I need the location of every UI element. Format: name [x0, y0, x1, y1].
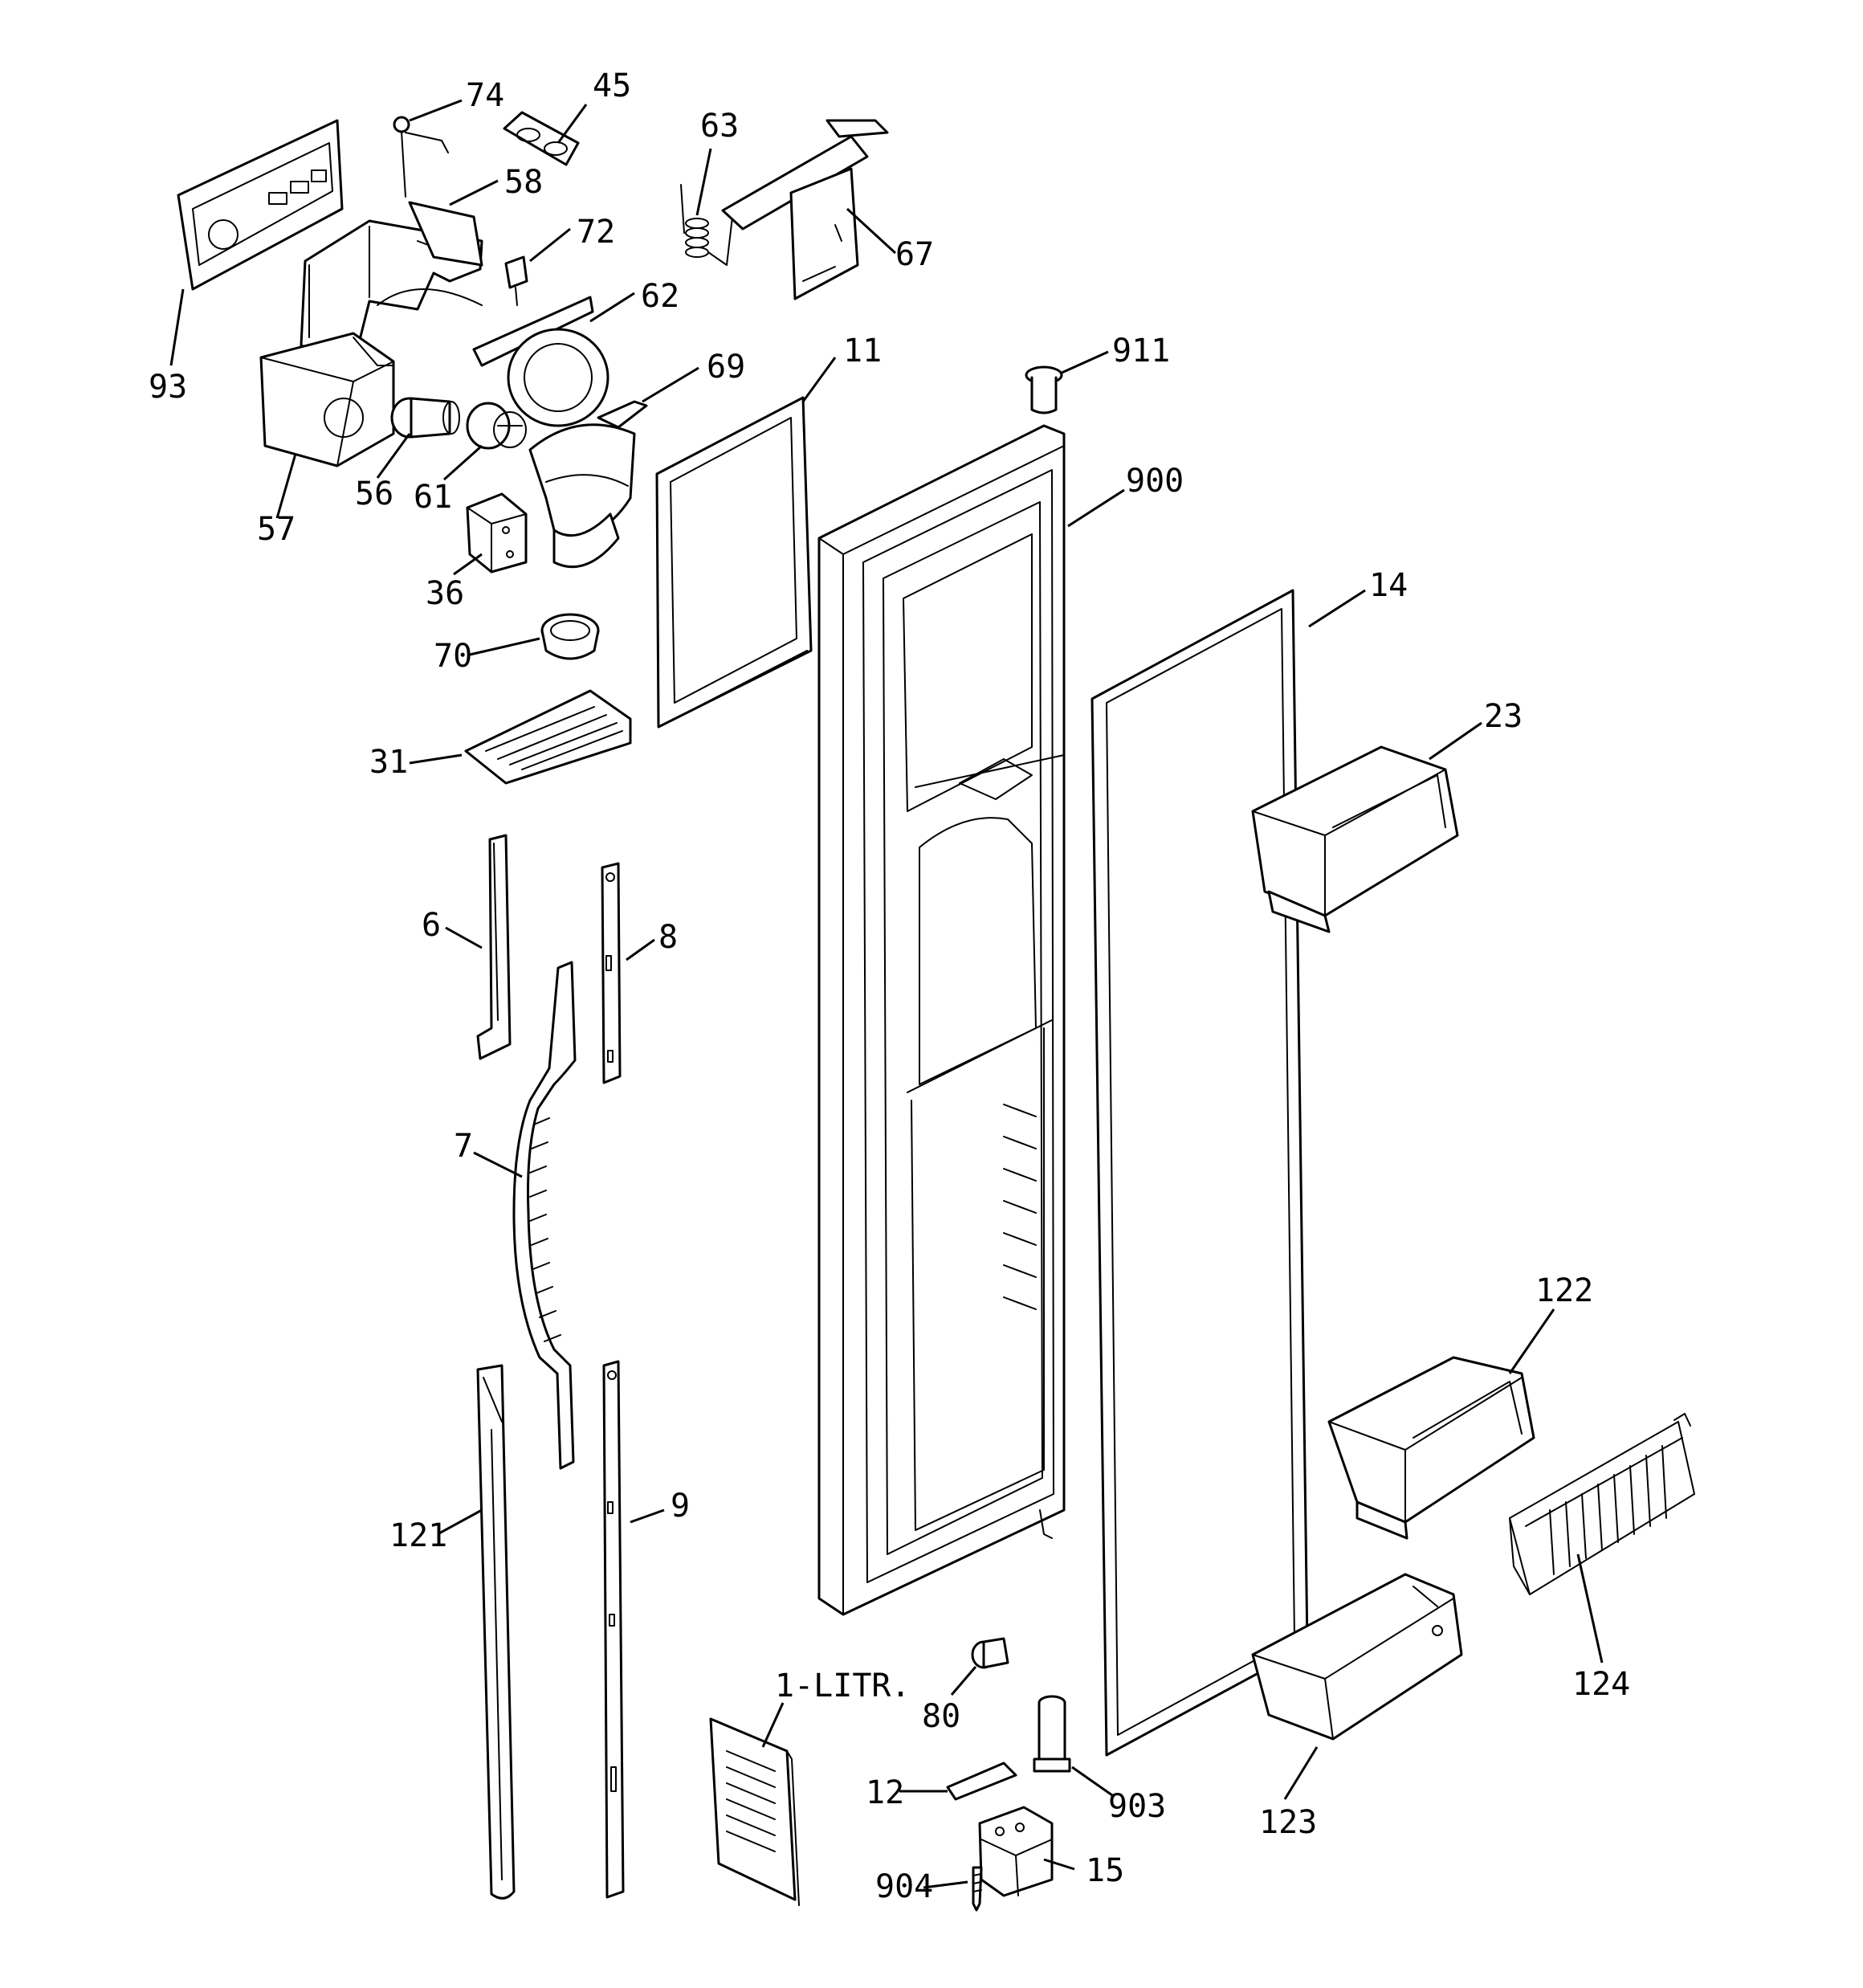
part-69-funnel: [528, 400, 648, 569]
part-31-drip-grille: [464, 689, 632, 785]
callout-56: 56: [355, 476, 393, 512]
callout-93: 93: [149, 369, 187, 406]
part-123-door-bin: [1251, 1573, 1463, 1741]
part-23-door-bin: [1251, 745, 1459, 933]
callout-122: 122: [1535, 1272, 1593, 1309]
callout-1-litr: 1-LITR.: [775, 1668, 911, 1704]
callout-63: 63: [700, 108, 739, 145]
callout-58: 58: [504, 164, 543, 201]
part-36-bracket: [466, 492, 528, 574]
part-15-hinge: [978, 1806, 1054, 1897]
callout-6: 6: [422, 907, 441, 944]
part-67-shaft-bracket: [721, 119, 889, 300]
callout-11: 11: [843, 333, 882, 369]
part-58-chute-housing: [300, 201, 483, 367]
part-122-door-bin: [1327, 1356, 1535, 1540]
callout-74: 74: [466, 77, 504, 114]
callout-36: 36: [426, 575, 464, 612]
part-911-cap: [1025, 365, 1063, 414]
part-93-control-board: [177, 119, 344, 291]
callout-9: 9: [671, 1488, 690, 1525]
part-45-bracket: [503, 111, 580, 166]
part-6-handle-trim: [476, 834, 512, 1060]
callout-labels: 74 45 63 58 72 67 62 93 911 11 69 56 61 …: [149, 67, 1630, 1905]
part-9-lower-strip: [602, 1360, 625, 1899]
callout-62: 62: [641, 278, 679, 315]
callout-904: 904: [875, 1868, 933, 1905]
callout-900: 900: [1126, 463, 1184, 500]
callout-911: 911: [1112, 333, 1170, 369]
callout-903: 903: [1108, 1788, 1166, 1825]
callout-121: 121: [389, 1517, 447, 1554]
leader-lines: [169, 99, 1604, 1889]
part-74-clip: [393, 116, 449, 198]
part-14-door-gasket: [1090, 589, 1309, 1757]
part-121-lower-trim: [476, 1364, 516, 1900]
callout-7: 7: [454, 1128, 473, 1165]
callout-69: 69: [707, 349, 745, 386]
part-8-handle-strip: [601, 862, 622, 1084]
part-11-dispenser-frame: [655, 396, 813, 729]
callout-14: 14: [1369, 567, 1408, 604]
callout-15: 15: [1086, 1852, 1124, 1889]
part-900-freezer-door: [817, 424, 1066, 1616]
callout-70: 70: [434, 638, 472, 675]
callout-8: 8: [658, 919, 678, 956]
callout-67: 67: [895, 236, 934, 273]
part-80-plug: [971, 1637, 1009, 1669]
callout-23: 23: [1484, 698, 1523, 735]
part-62-duct-ring: [472, 296, 609, 427]
part-72-switch: [504, 255, 528, 306]
callout-124: 124: [1572, 1666, 1630, 1703]
part-57-motor-housing: [259, 332, 395, 467]
part-1-litr-booklet: [709, 1717, 800, 1906]
part-56-coupler: [390, 397, 460, 439]
callout-80: 80: [922, 1698, 960, 1735]
callout-57: 57: [257, 511, 296, 548]
part-903-bushing: [1033, 1695, 1071, 1773]
callout-72: 72: [577, 214, 615, 251]
part-70-grommet: [540, 613, 600, 660]
callout-31: 31: [369, 744, 408, 781]
part-63-spring: [680, 184, 733, 266]
callout-61: 61: [414, 479, 452, 516]
callout-12: 12: [866, 1774, 904, 1811]
part-61-cam: [466, 402, 527, 450]
part-7-handle: [512, 961, 577, 1470]
part-12-shim: [946, 1761, 1017, 1801]
callout-123: 123: [1259, 1804, 1317, 1841]
part-124-wire-shelf: [1509, 1413, 1695, 1595]
part-904-screw: [972, 1866, 983, 1912]
callout-45: 45: [593, 67, 631, 104]
